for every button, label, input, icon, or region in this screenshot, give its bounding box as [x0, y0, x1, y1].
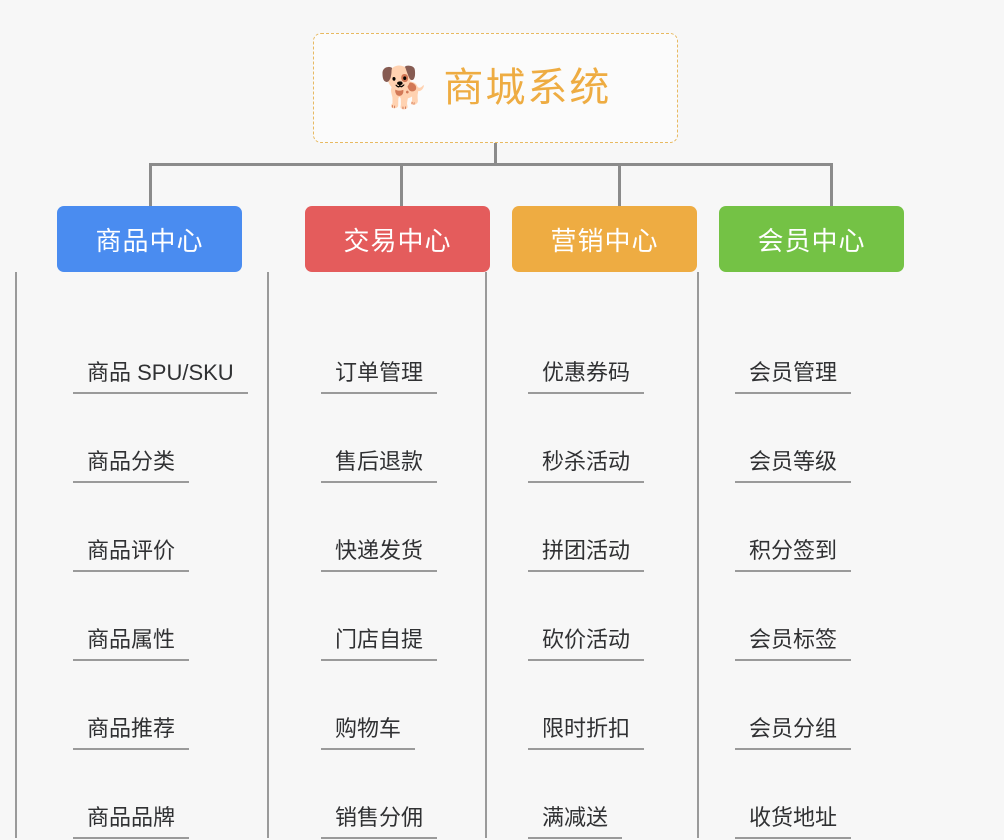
- branch-header-trade[interactable]: 交易中心: [305, 206, 490, 272]
- leaf-label: 快递发货: [321, 538, 438, 572]
- branch-column-trade: 交易中心 订单管理 售后退款 快递发货 门店自提 购物车 销售分佣: [252, 206, 490, 839]
- list-item[interactable]: 满减送: [528, 750, 682, 839]
- leaf-label: 积分签到: [735, 538, 852, 572]
- list-item[interactable]: 订单管理: [321, 305, 470, 394]
- branch-column-marketing: 营销中心 优惠券码 秒杀活动 拼团活动 砍价活动 限时折扣 满减送: [470, 206, 697, 839]
- list-item[interactable]: 秒杀活动: [528, 394, 682, 483]
- list-item[interactable]: 门店自提: [321, 572, 470, 661]
- leaf-label: 砍价活动: [528, 627, 645, 661]
- branch-header-member[interactable]: 会员中心: [719, 206, 904, 272]
- list-item[interactable]: 商品推荐: [73, 661, 252, 750]
- branch-header-product[interactable]: 商品中心: [57, 206, 242, 272]
- leaf-label: 商品评价: [73, 538, 190, 572]
- branch-header-marketing[interactable]: 营销中心: [512, 206, 697, 272]
- leaf-list-product: 商品 SPU/SKU 商品分类 商品评价 商品属性 商品推荐 商品品牌: [57, 305, 252, 839]
- list-item[interactable]: 快递发货: [321, 483, 470, 572]
- leaf-label: 秒杀活动: [528, 449, 645, 483]
- list-item[interactable]: 限时折扣: [528, 661, 682, 750]
- shiba-dog-face-icon: 🐕: [379, 66, 430, 110]
- leaf-label: 商品推荐: [73, 716, 190, 750]
- leaf-label: 限时折扣: [528, 716, 645, 750]
- branch-header-label: 营销中心: [550, 225, 659, 256]
- leaf-label: 销售分佣: [321, 805, 438, 839]
- branch-trunk-line: [697, 272, 699, 838]
- leaf-label: 商品品牌: [73, 805, 190, 839]
- leaf-label: 购物车: [321, 716, 416, 750]
- leaf-label: 会员等级: [735, 449, 852, 483]
- leaf-label: 门店自提: [321, 627, 438, 661]
- branch-header-label: 商品中心: [95, 225, 204, 256]
- list-item[interactable]: 会员管理: [735, 305, 904, 394]
- leaf-label: 收货地址: [735, 805, 852, 839]
- connector-drop-3: [830, 163, 833, 206]
- leaf-label: 订单管理: [321, 360, 438, 394]
- branch-column-member: 会员中心 会员管理 会员等级 积分签到 会员标签 会员分组 收货地址: [682, 206, 904, 839]
- leaf-list-trade: 订单管理 售后退款 快递发货 门店自提 购物车 销售分佣: [305, 305, 470, 839]
- list-item[interactable]: 商品属性: [73, 572, 252, 661]
- branch-trunk-line: [15, 272, 17, 838]
- connector-drop-2: [618, 163, 621, 206]
- list-item[interactable]: 会员等级: [735, 394, 904, 483]
- list-item[interactable]: 收货地址: [735, 750, 904, 839]
- list-item[interactable]: 优惠券码: [528, 305, 682, 394]
- list-item[interactable]: 商品分类: [73, 394, 252, 483]
- leaf-label: 售后退款: [321, 449, 438, 483]
- list-item[interactable]: 商品 SPU/SKU: [73, 305, 252, 394]
- leaf-label: 拼团活动: [528, 538, 645, 572]
- connector-drop-1: [400, 163, 403, 206]
- list-item[interactable]: 会员分组: [735, 661, 904, 750]
- leaf-label: 商品 SPU/SKU: [73, 360, 248, 394]
- branch-header-label: 交易中心: [343, 225, 452, 256]
- list-item[interactable]: 会员标签: [735, 572, 904, 661]
- root-connector-stub: [494, 143, 497, 164]
- branch-header-label: 会员中心: [757, 225, 866, 256]
- leaf-list-marketing: 优惠券码 秒杀活动 拼团活动 砍价活动 限时折扣 满减送: [512, 305, 682, 839]
- list-item[interactable]: 销售分佣: [321, 750, 470, 839]
- branch-trunk-line: [485, 272, 487, 838]
- list-item[interactable]: 购物车: [321, 661, 470, 750]
- leaf-label: 商品属性: [73, 627, 190, 661]
- list-item[interactable]: 积分签到: [735, 483, 904, 572]
- leaf-label: 商品分类: [73, 449, 190, 483]
- leaf-list-member: 会员管理 会员等级 积分签到 会员标签 会员分组 收货地址: [719, 305, 904, 839]
- leaf-label: 会员标签: [735, 627, 852, 661]
- leaf-label: 会员管理: [735, 360, 852, 394]
- connector-bus-line: [149, 163, 833, 166]
- list-item[interactable]: 拼团活动: [528, 483, 682, 572]
- branch-column-product: 商品中心 商品 SPU/SKU 商品分类 商品评价 商品属性 商品推荐 商品品牌: [0, 206, 252, 839]
- connector-drop-0: [149, 163, 152, 206]
- list-item[interactable]: 商品评价: [73, 483, 252, 572]
- root-title: 商城系统: [443, 66, 612, 110]
- list-item[interactable]: 商品品牌: [73, 750, 252, 839]
- branch-columns: 商品中心 商品 SPU/SKU 商品分类 商品评价 商品属性 商品推荐 商品品牌…: [0, 206, 1004, 839]
- leaf-label: 会员分组: [735, 716, 852, 750]
- leaf-label: 优惠券码: [528, 360, 645, 394]
- branch-trunk-line: [267, 272, 269, 838]
- leaf-label: 满减送: [528, 805, 623, 839]
- list-item[interactable]: 砍价活动: [528, 572, 682, 661]
- root-node[interactable]: 🐕 商城系统: [313, 33, 678, 143]
- list-item[interactable]: 售后退款: [321, 394, 470, 483]
